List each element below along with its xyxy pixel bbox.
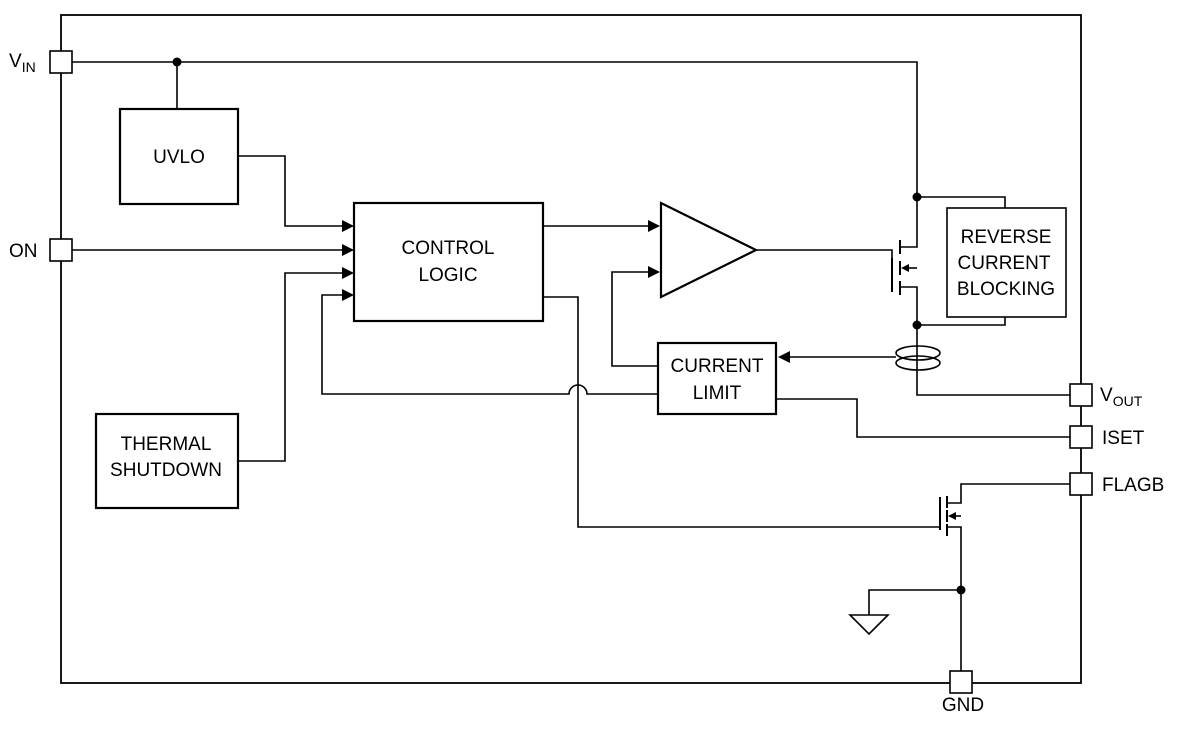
arrowheads — [342, 220, 790, 363]
rcb-bottom — [917, 317, 1006, 326]
limit-to-iset — [776, 398, 1070, 438]
uvlo-label: UVLO — [153, 147, 205, 168]
pin-vout-square — [1069, 383, 1093, 407]
thermal-shutdown-box — [94, 412, 240, 510]
junction-gnd — [956, 585, 966, 595]
pass-fet-arrow — [901, 264, 909, 272]
uvlo-to-logic — [238, 155, 344, 227]
reverse-current-blocking-label-line2: CURRENT — [958, 253, 1051, 274]
current-limit-box — [656, 341, 778, 416]
pin-on: ON — [9, 238, 73, 262]
flag-source — [947, 526, 962, 671]
current-limit-label-line2: LIMIT — [693, 383, 742, 404]
pin-vin: VIN — [9, 50, 73, 75]
reverse-current-blocking-box — [946, 207, 1067, 318]
pin-vout-label: VOUT — [1100, 385, 1143, 409]
uvlo-block: UVLO — [118, 107, 240, 206]
pin-on-label: ON — [9, 241, 38, 262]
arrow-sense — [778, 351, 790, 363]
current-sense-ring — [895, 345, 941, 371]
reverse-current-blocking-label-line3: BLOCKING — [957, 279, 1055, 300]
amplifier — [659, 201, 759, 299]
junctions — [172, 57, 966, 595]
arrow-thermal — [342, 267, 354, 279]
pin-iset-label: ISET — [1102, 428, 1145, 449]
arrow-on — [342, 244, 354, 256]
current-limit-block: CURRENT LIMIT — [656, 341, 778, 416]
junction-rcb-top — [912, 192, 922, 202]
reverse-current-blocking-block: REVERSE CURRENT BLOCKING — [946, 207, 1067, 318]
wires — [72, 61, 1070, 671]
arrow-uvlo — [342, 220, 354, 232]
limit-to-amp — [611, 271, 658, 367]
ic-outline — [60, 14, 1082, 684]
vin-rail — [72, 61, 918, 197]
pin-flagb: FLAGB — [1069, 472, 1164, 496]
limit-to-logic — [321, 294, 658, 395]
out-to-vout — [916, 325, 1070, 396]
pin-gnd: GND — [942, 670, 984, 716]
pin-flagb-label: FLAGB — [1102, 475, 1164, 496]
pin-iset-square — [1069, 425, 1093, 449]
ground-icon — [848, 614, 890, 636]
junction-rcb-bottom — [912, 320, 922, 330]
arrow-feedback — [342, 289, 354, 301]
reverse-current-blocking-label-line1: REVERSE — [961, 227, 1052, 248]
thermal-to-logic — [238, 272, 344, 462]
junction-vin — [172, 57, 182, 67]
ground-wire — [868, 589, 961, 615]
pin-flagb-square — [1069, 472, 1093, 496]
sense-ring-lower — [895, 355, 941, 371]
amp-to-gate — [756, 249, 893, 258]
control-logic-box — [352, 201, 545, 323]
sense-ring-upper — [895, 345, 941, 361]
pin-gnd-square — [949, 670, 973, 694]
control-logic-label-line2: LOGIC — [418, 265, 477, 286]
uvlo-box — [118, 107, 240, 206]
fet-top — [900, 197, 918, 248]
rcb-top — [917, 196, 1006, 208]
flag-fet-arrow — [948, 512, 956, 520]
pin-on-square — [49, 238, 73, 262]
pin-vin-square — [49, 50, 73, 74]
pin-vout: VOUT — [1069, 383, 1143, 409]
pin-vin-label: VIN — [9, 51, 36, 75]
arrow-amp-in2 — [648, 266, 660, 278]
pin-iset: ISET — [1069, 425, 1145, 449]
control-logic-block: CONTROL LOGIC — [352, 201, 545, 323]
pin-gnd-label: GND — [942, 695, 984, 716]
fet-bottom — [900, 286, 918, 325]
logic-to-flag-gate — [543, 296, 940, 528]
current-limit-label-line1: CURRENT — [671, 356, 764, 377]
thermal-shutdown-block: THERMAL SHUTDOWN — [94, 412, 240, 510]
thermal-shutdown-label-line1: THERMAL — [121, 434, 212, 455]
control-logic-label-line1: CONTROL — [402, 238, 495, 259]
pass-fet-symbol — [891, 240, 909, 295]
thermal-shutdown-label-line2: SHUTDOWN — [110, 460, 222, 481]
arrow-amp-in1 — [648, 220, 660, 232]
flag-drain — [947, 483, 1070, 504]
flag-fet-symbol — [939, 496, 961, 536]
